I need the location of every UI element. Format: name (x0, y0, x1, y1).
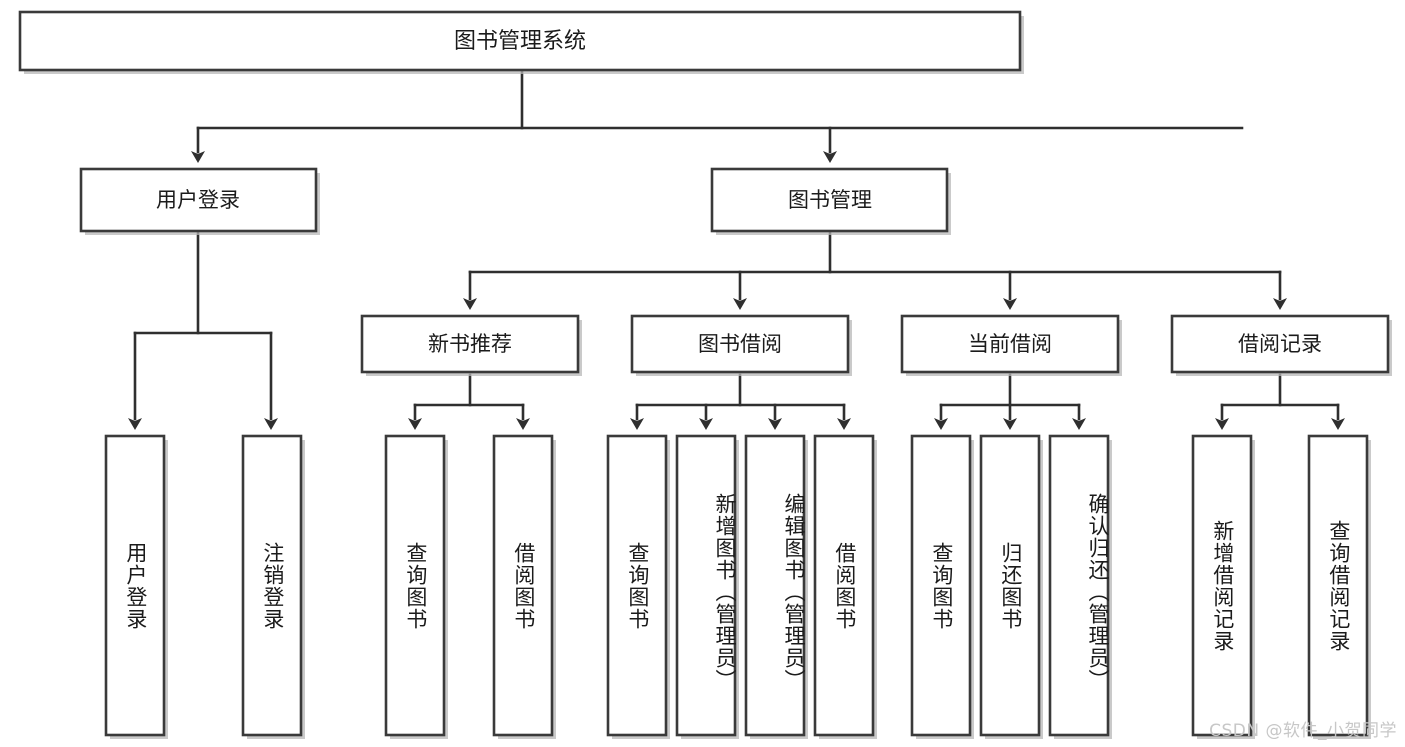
node-borrow-records-label: 借阅记录 (1238, 332, 1322, 356)
leaf-box-user-login[interactable] (104, 434, 168, 739)
connector-userlogin-to-leaves (128, 231, 278, 430)
connector-bookmgmt-to-level3 (463, 231, 1287, 310)
leaf-box-borrow-book-recommend[interactable] (492, 434, 556, 739)
connector-records-to-leaves (1215, 373, 1345, 430)
connector-root-to-level2 (191, 68, 1244, 163)
connector-newbook-to-leaves (408, 373, 530, 430)
leaf-box-query-book-borrow[interactable] (606, 434, 670, 739)
node-user-login[interactable]: 用户登录 (79, 167, 320, 235)
node-book-management[interactable]: 图书管理 (710, 167, 951, 235)
node-new-book-recommend-label: 新书推荐 (428, 332, 512, 356)
connector-borrow-to-leaves (630, 373, 851, 430)
leaf-box-add-borrow-record[interactable] (1191, 434, 1255, 739)
leaf-box-query-borrow-record[interactable] (1307, 434, 1371, 739)
leaf-box-confirm-return-admin[interactable] (1048, 434, 1112, 739)
node-book-borrow-label: 图书借阅 (698, 332, 782, 356)
node-borrow-records[interactable]: 借阅记录 (1170, 314, 1392, 376)
node-current-borrow-label: 当前借阅 (968, 332, 1052, 356)
leaf-box-edit-book-admin[interactable] (744, 434, 808, 739)
csdn-watermark: CSDN @软件_小贺同学 (1209, 721, 1397, 741)
node-book-borrow[interactable]: 图书借阅 (630, 314, 852, 376)
leaf-box-add-book-admin[interactable] (675, 434, 739, 739)
node-root[interactable]: 图书管理系统 (18, 10, 1024, 74)
leaf-box-borrow-book[interactable] (813, 434, 877, 739)
connector-current-to-leaves (934, 373, 1086, 430)
node-user-login-label: 用户登录 (156, 188, 240, 212)
node-new-book-recommend[interactable]: 新书推荐 (360, 314, 582, 376)
leaf-box-query-book-current[interactable] (910, 434, 974, 739)
node-current-borrow[interactable]: 当前借阅 (900, 314, 1122, 376)
node-book-management-label: 图书管理 (788, 188, 872, 212)
leaf-box-logout[interactable] (241, 434, 305, 739)
node-root-label: 图书管理系统 (454, 29, 586, 54)
leaf-box-return-book[interactable] (979, 434, 1043, 739)
leaf-box-query-book-recommend[interactable] (384, 434, 448, 739)
